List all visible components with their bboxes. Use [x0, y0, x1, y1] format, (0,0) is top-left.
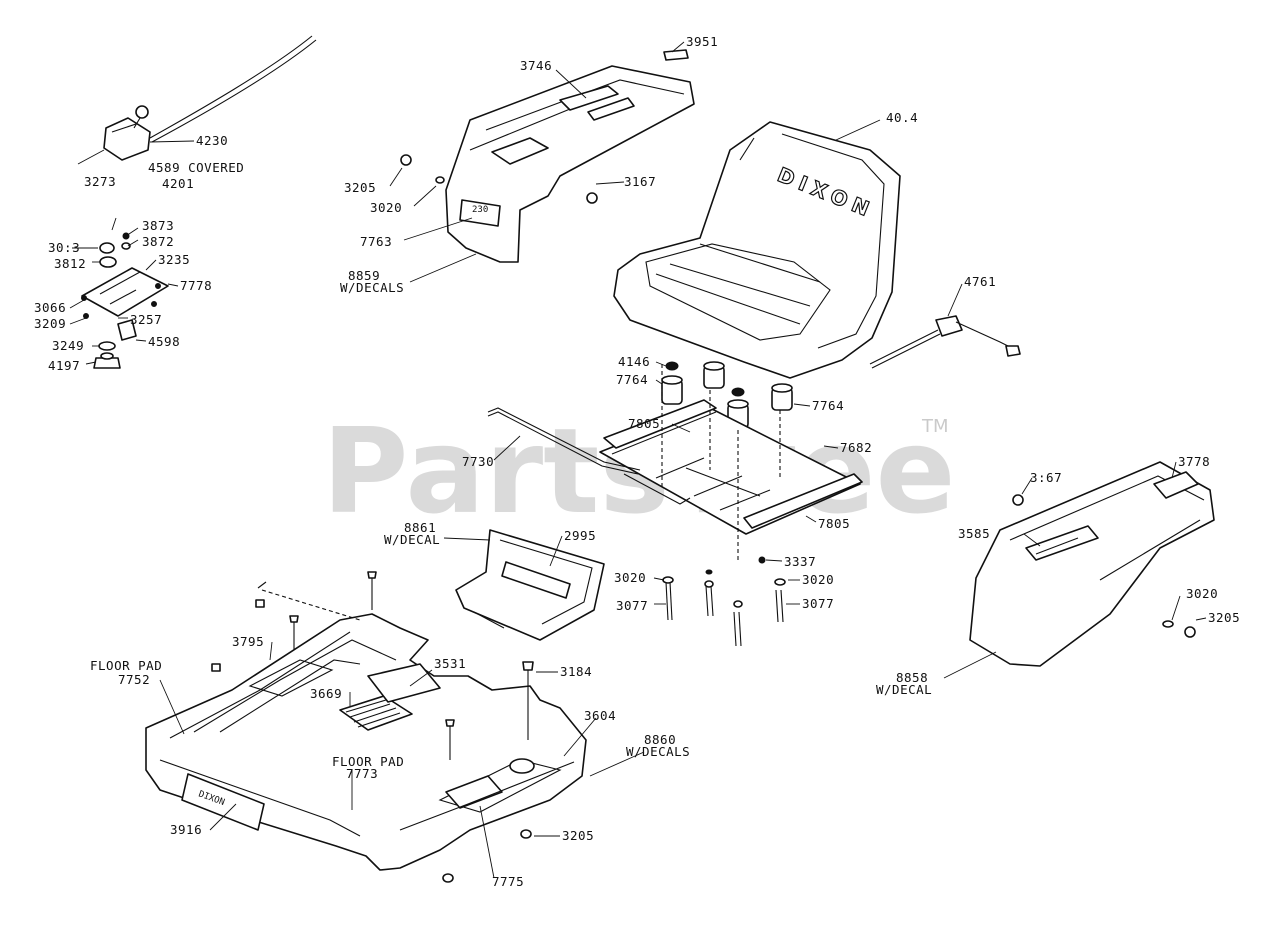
label-3337: 3337	[784, 554, 816, 569]
label-3020-right: 3020	[802, 572, 834, 587]
label-3077-right: 3077	[802, 596, 834, 611]
label-7682: 7682	[840, 440, 872, 455]
label-4146: 4146	[618, 354, 650, 369]
label-8858-decal: W/DECAL	[876, 682, 932, 697]
mounting-bolts	[662, 556, 786, 647]
throttle-cable-assembly	[77, 35, 317, 165]
panel-8861	[455, 529, 605, 641]
watermark-trademark: TM	[921, 416, 949, 437]
label-3205-top: 3205	[344, 180, 376, 195]
label-3951: 3951	[686, 34, 718, 49]
label-3077-left: 3077	[616, 598, 648, 613]
label-8858: 8858	[896, 670, 928, 685]
label-8860: 8860	[644, 732, 676, 747]
label-7773: 7773	[346, 766, 378, 781]
label-3066: 3066	[34, 300, 66, 315]
part-labels: 3951 3746 40.4 4230 3273 4589 COVERED 42…	[34, 34, 1240, 889]
label-3020-top: 3020	[370, 200, 402, 215]
label-3669: 3669	[310, 686, 342, 701]
label-3872: 3872	[142, 234, 174, 249]
label-8861: 8861	[404, 520, 436, 535]
label-3167-right: 3:67	[1030, 470, 1062, 485]
label-3020-fender: 3020	[1186, 586, 1218, 601]
label-8859-decals: W/DECALS	[340, 280, 404, 295]
label-3205-fender: 3205	[1208, 610, 1240, 625]
label-3531: 3531	[434, 656, 466, 671]
label-floor-pad-7752-title: FLOOR PAD	[90, 658, 162, 673]
label-3746: 3746	[520, 58, 552, 73]
label-3184: 3184	[560, 664, 592, 679]
label-3273: 3273	[84, 174, 116, 189]
label-2995: 2995	[564, 528, 596, 543]
label-7805-bottom: 7805	[818, 516, 850, 531]
label-3020-left: 3020	[614, 570, 646, 585]
label-3257: 3257	[130, 312, 162, 327]
label-8859: 8859	[348, 268, 380, 283]
label-7764-right: 7764	[812, 398, 844, 413]
label-4201: 4201	[162, 176, 194, 191]
label-3604: 3604	[584, 708, 616, 723]
label-4589-covered: 4589 COVERED	[148, 160, 244, 175]
seat-switch-4761	[869, 315, 1021, 369]
label-3585: 3585	[958, 526, 990, 541]
label-8861-decal: W/DECAL	[384, 532, 440, 547]
label-4598: 4598	[148, 334, 180, 349]
label-3013: 30:3	[48, 240, 80, 255]
label-4014: 40.4	[886, 110, 918, 125]
label-3812: 3812	[54, 256, 86, 271]
slide-rod-7730	[487, 407, 641, 475]
label-7730: 7730	[462, 454, 494, 469]
label-3205-bottom: 3205	[562, 828, 594, 843]
label-3795: 3795	[232, 634, 264, 649]
svg-text:230: 230	[472, 205, 488, 215]
label-3873: 3873	[142, 218, 174, 233]
leader-lines	[69, 41, 1207, 879]
label-floor-pad-7773-title: FLOOR PAD	[332, 754, 404, 769]
seat-plate-7682	[599, 364, 863, 560]
label-3916: 3916	[170, 822, 202, 837]
label-4230: 4230	[196, 133, 228, 148]
label-3249: 3249	[52, 338, 84, 353]
control-plate-assembly	[81, 217, 169, 369]
label-3209: 3209	[34, 316, 66, 331]
label-4761: 4761	[964, 274, 996, 289]
label-8860-decals: W/DECALS	[626, 744, 690, 759]
label-7775: 7775	[492, 874, 524, 889]
label-7805-top: 7805	[628, 416, 660, 431]
body-floor-pan: DIXON	[145, 571, 587, 883]
fender-8859: 230	[400, 49, 695, 263]
seat-spacers	[661, 361, 793, 429]
label-4197: 4197	[48, 358, 80, 373]
label-7763: 7763	[360, 234, 392, 249]
label-7778: 7778	[180, 278, 212, 293]
label-3778: 3778	[1178, 454, 1210, 469]
label-7764-left: 7764	[616, 372, 648, 387]
label-7752: 7752	[118, 672, 150, 687]
label-3167-top: 3167	[624, 174, 656, 189]
seat-4014: DIXON	[613, 121, 901, 379]
label-3235: 3235	[158, 252, 190, 267]
fender-8858	[969, 461, 1215, 667]
